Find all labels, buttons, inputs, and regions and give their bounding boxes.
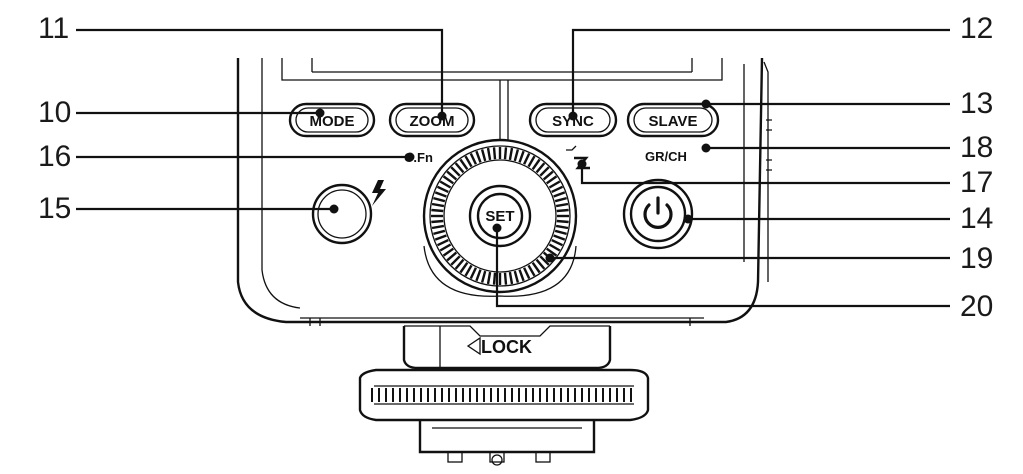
callout-12: 12 <box>960 12 993 45</box>
callout-10: 10 <box>38 96 71 129</box>
hot-shoe: LOCK <box>402 325 612 370</box>
callout-14: 14 <box>960 202 993 235</box>
callout-15: 15 <box>38 192 71 225</box>
callout-13: 13 <box>960 87 993 120</box>
callout-20: 20 <box>960 290 993 323</box>
flash-bolt-icon <box>372 180 386 206</box>
flash-body <box>236 57 772 326</box>
callout-19: 19 <box>960 242 993 275</box>
test-flash-button[interactable] <box>311 183 373 245</box>
set-button-label: SET <box>485 208 514 225</box>
lock-label: LOCK <box>481 337 532 357</box>
power-icon <box>643 196 673 229</box>
mode-button[interactable]: MODE <box>288 102 376 138</box>
callout-17: 17 <box>960 166 993 199</box>
selection-dial[interactable] <box>422 138 578 297</box>
grch-label: GR/CH <box>645 149 687 164</box>
power-button[interactable] <box>622 178 694 250</box>
mode-button-label: MODE <box>310 113 355 130</box>
zoom-button-label: ZOOM <box>410 113 455 130</box>
lock-arrow-icon <box>466 336 481 356</box>
sync-button-label: SYNC <box>552 113 594 130</box>
slave-button-label: SLAVE <box>649 113 698 130</box>
callout-leaders <box>76 28 950 308</box>
shoe-foot <box>418 420 596 466</box>
slave-button[interactable]: SLAVE <box>626 102 720 138</box>
lock-ring[interactable] <box>358 368 650 422</box>
zoom-button[interactable]: ZOOM <box>388 102 476 138</box>
callout-18: 18 <box>960 131 993 164</box>
set-button[interactable]: SET <box>468 184 532 248</box>
callout-11: 11 <box>38 12 69 45</box>
callout-numbers: 11 10 16 15 12 13 18 17 14 19 20 <box>38 12 993 323</box>
callout-16: 16 <box>38 140 71 173</box>
